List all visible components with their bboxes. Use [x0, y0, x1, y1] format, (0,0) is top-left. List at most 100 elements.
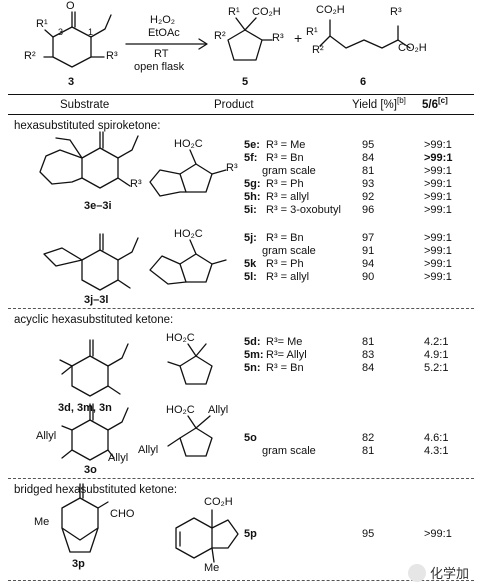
struct-allyl-1: Allyl	[36, 430, 57, 442]
product5-label: 5	[242, 76, 249, 88]
struct-ho2c-d: HO₂C	[166, 404, 195, 416]
scheme-atom-num3: 3	[58, 27, 64, 37]
struct-allyl-4: Allyl	[138, 444, 159, 456]
struct-me-p: Me	[204, 562, 220, 574]
compound-label-5e: 5e:	[244, 139, 260, 151]
ratio-5l: >99:1	[424, 271, 452, 283]
condition-temp: RT	[154, 48, 169, 60]
ratio-5j-gs: >99:1	[424, 245, 452, 257]
compound-substituent-5g: R³ = Ph	[266, 178, 304, 190]
ratio-5n: 5.2:1	[424, 362, 449, 374]
product-5o-structure	[167, 415, 213, 457]
compound-label-5g: 5g:	[244, 178, 261, 190]
product5-structure	[227, 17, 273, 61]
yield-5h: 92	[362, 191, 375, 203]
scheme-atom-o: O	[66, 0, 75, 12]
p6-atom-r2: R²	[312, 44, 324, 56]
yield-5f: 84	[362, 152, 375, 164]
ratio-5g: >99:1	[424, 178, 452, 190]
substrate-label-3d: 3d, 3m, 3n	[58, 402, 112, 414]
header-ratio-note: [c]	[438, 96, 448, 106]
ratio-5i: >99:1	[424, 204, 452, 216]
struct-ho2c-b: HO₂C	[174, 228, 203, 240]
product6-label: 6	[360, 76, 367, 88]
compound-substituent-5l: R³ = allyl	[266, 271, 310, 283]
compound-substituent-5i: R³ = 3-oxobutyl	[266, 204, 341, 216]
ratio-5k: >99:1	[424, 258, 452, 270]
p5-atom-r1: R¹	[228, 6, 240, 18]
compound-substituent-5k: R³ = Ph	[266, 258, 304, 270]
header-yield-note: [b]	[396, 96, 406, 106]
compound-label-5f: 5f:	[244, 152, 258, 164]
scheme-atom-num1: 1	[88, 27, 94, 37]
compound-substituent-5j: R³ = Bn	[266, 232, 304, 244]
substrate-label-3e: 3e–3i	[84, 200, 112, 212]
watermark-icon	[407, 563, 426, 582]
yield-5n: 84	[362, 362, 375, 374]
header-ratio-text: 5/6	[422, 99, 438, 111]
section-acyclic-title: acyclic hexasubstituted ketone:	[14, 314, 174, 326]
yield-5f-gs: 81	[362, 165, 375, 177]
substrate-3d-structure	[59, 339, 129, 397]
substrate-label-3o: 3o	[84, 464, 97, 476]
compound-substituent-5o-gs: gram scale	[262, 445, 316, 457]
ratio-5d: 4.2:1	[424, 336, 449, 348]
compound-substituent-5j-gs: gram scale	[262, 245, 316, 257]
scheme-atom-r3: R³	[106, 50, 118, 62]
compound-label-5i: 5i:	[244, 204, 257, 216]
struct-allyl-3: Allyl	[208, 404, 229, 416]
header-ratio: 5/6[c]	[422, 96, 448, 112]
table-header-rule	[8, 114, 474, 115]
compound-label-5d: 5d:	[244, 336, 261, 348]
compound-substituent-5m: R³= Allyl	[266, 349, 307, 361]
product6-structure	[319, 19, 411, 49]
divider-2	[8, 478, 474, 479]
ratio-5o-gs: 4.3:1	[424, 445, 449, 457]
yield-5i: 96	[362, 204, 375, 216]
scheme-atom-r1: R¹	[36, 18, 48, 30]
compound-substituent-5n: R³ = Bn	[266, 362, 304, 374]
p6-atom-co2h: CO₂H	[316, 4, 345, 16]
compound-substituent-5f-gs: gram scale	[262, 165, 316, 177]
ratio-5p: >99:1	[424, 528, 452, 540]
compound-label-5o: 5o	[244, 432, 257, 444]
header-yield-text: Yield [%]	[352, 99, 397, 111]
product-5d-structure	[167, 343, 213, 385]
p6-atom-r3: R³	[390, 6, 402, 18]
product-5j-structure	[149, 239, 227, 285]
ratio-5o: 4.6:1	[424, 432, 449, 444]
compound-substituent-5f: R³ = Bn	[266, 152, 304, 164]
scheme-plus: +	[294, 30, 303, 46]
ratio-5m: 4.9:1	[424, 349, 449, 361]
struct-co2h-p: CO₂H	[204, 496, 233, 508]
reactant-structure	[43, 11, 112, 68]
watermark: 化学加	[407, 563, 469, 582]
p6-atom-co2h-right: CO₂H	[398, 42, 427, 54]
yield-5o-gs: 81	[362, 445, 375, 457]
yield-5k: 94	[362, 258, 375, 270]
yield-5p: 95	[362, 528, 375, 540]
yield-5j-gs: 91	[362, 245, 375, 257]
divider-1	[8, 308, 474, 309]
reagent-solvent: EtOAc	[148, 27, 180, 39]
compound-label-5h: 5h:	[244, 191, 261, 203]
substrate-label-3p: 3p	[72, 558, 85, 570]
section-spiro-title: hexasubstituted spiroketone:	[14, 120, 161, 132]
header-substrate: Substrate	[60, 99, 110, 111]
struct-cho: CHO	[110, 508, 135, 520]
compound-substituent-5e: R³ = Me	[266, 139, 306, 151]
ratio-5f: >99:1	[424, 152, 453, 164]
substrate-3p-structure	[61, 483, 109, 553]
product-5p-structure	[175, 509, 239, 563]
yield-5j: 97	[362, 232, 375, 244]
substrate-3e-structure	[39, 131, 139, 189]
p5-atom-co2h: CO₂H	[252, 6, 281, 18]
struct-allyl-2: Allyl	[108, 452, 129, 464]
compound-substituent-5h: R³ = allyl	[266, 191, 310, 203]
reactant-label: 3	[68, 76, 75, 88]
product-5e-structure	[149, 149, 227, 197]
header-yield: Yield [%][b]	[352, 96, 406, 112]
scheme-atom-r2: R²	[24, 50, 36, 62]
condition-flask: open flask	[134, 61, 185, 73]
